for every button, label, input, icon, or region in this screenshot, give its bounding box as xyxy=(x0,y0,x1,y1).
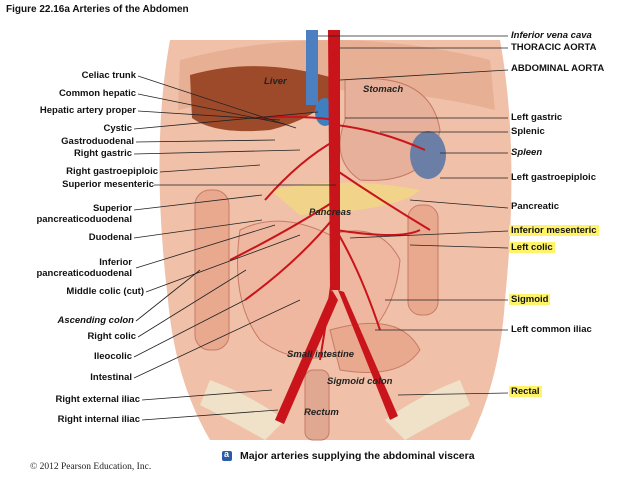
label-right-gastroepiploic: Right gastroepiploic xyxy=(66,166,158,177)
label-superior-mesenteric: Superior mesenteric xyxy=(62,179,154,190)
ascending-colon-shape xyxy=(194,189,230,351)
sigmoid-colon-shape xyxy=(329,322,421,373)
label-thoracic-aorta: THORACIC AORTA xyxy=(511,42,597,53)
left-pelvic-bone xyxy=(385,380,470,440)
aorta-shape xyxy=(328,30,340,290)
organ-label-rectum: Rectum xyxy=(304,407,339,418)
leader-lines xyxy=(133,35,509,421)
inferior-vena-cava-shape xyxy=(306,30,318,105)
label-left-gastroepiploic: Left gastroepiploic xyxy=(511,172,596,183)
label-superior-pancreaticoduodenal-1: Superior xyxy=(92,203,132,214)
figure-title: Figure 22.16a Arteries of the Abdomen xyxy=(6,4,189,15)
label-superior-pancreaticoduodenal-2: pancreaticoduodenal xyxy=(36,214,132,225)
organ-label-small-intestine: Small intestine xyxy=(287,349,355,360)
label-inferior-mesenteric: Inferior mesenteric xyxy=(509,225,599,236)
label-right-colic: Right colic xyxy=(87,331,136,342)
label-right-external-iliac: Right external iliac xyxy=(55,394,140,405)
label-celiac-trunk: Celiac trunk xyxy=(81,70,136,81)
organ-label-sigmoid-colon: Sigmoid colon xyxy=(327,376,393,387)
right-pelvic-bone xyxy=(200,380,285,440)
left-iliac-shape xyxy=(338,290,398,420)
descending-colon-shape xyxy=(407,204,439,316)
label-gastroduodenal: Gastroduodenal xyxy=(61,136,134,147)
label-intestinal: Intestinal xyxy=(90,372,132,383)
label-spleen: Spleen xyxy=(511,147,543,158)
right-iliac-shape xyxy=(275,290,338,424)
label-left-common-iliac: Left common iliac xyxy=(511,324,592,335)
label-pancreatic: Pancreatic xyxy=(511,201,560,212)
label-inferior-pancreaticoduodenal-1: Inferior xyxy=(99,257,132,268)
label-ascending-colon: Ascending colon xyxy=(57,315,134,326)
label-cystic: Cystic xyxy=(103,123,132,134)
label-right-gastric: Right gastric xyxy=(73,148,132,159)
label-inferior-vena-cava: Inferior vena cava xyxy=(511,30,592,41)
label-left-gastric: Left gastric xyxy=(511,112,563,123)
artery-branches xyxy=(229,115,431,361)
label-rectal: Rectal xyxy=(509,386,542,397)
organ-label-liver: Liver xyxy=(264,76,287,87)
caption-text: Major arteries supplying the abdominal v… xyxy=(240,450,475,462)
label-right-internal-iliac: Right internal iliac xyxy=(57,414,140,425)
liver-shape xyxy=(190,66,340,132)
label-ileocolic: Ileocolic xyxy=(93,351,132,362)
label-abdominal-aorta: ABDOMINAL AORTA xyxy=(511,63,605,74)
label-hepatic-artery-proper: Hepatic artery proper xyxy=(39,105,136,116)
label-sigmoid: Sigmoid xyxy=(509,294,551,305)
organ-label-stomach: Stomach xyxy=(363,84,404,95)
copyright-notice: © 2012 Pearson Education, Inc. xyxy=(30,462,152,472)
label-common-hepatic: Common hepatic xyxy=(58,88,136,99)
label-left-colic: Left colic xyxy=(509,242,555,253)
rectum-shape xyxy=(304,369,330,441)
spleen-shape xyxy=(410,131,446,179)
figure-caption: Major arteries supplying the abdominal v… xyxy=(222,449,475,462)
organ-label-pancreas: Pancreas xyxy=(309,207,352,218)
label-duodenal: Duodenal xyxy=(88,232,132,243)
pancreas-shape xyxy=(270,182,420,215)
label-splenic: Splenic xyxy=(511,126,545,137)
label-inferior-pancreaticoduodenal-2: pancreaticoduodenal xyxy=(36,268,132,279)
panel-a-icon xyxy=(222,449,232,461)
label-middle-colic: Middle colic (cut) xyxy=(66,286,144,297)
